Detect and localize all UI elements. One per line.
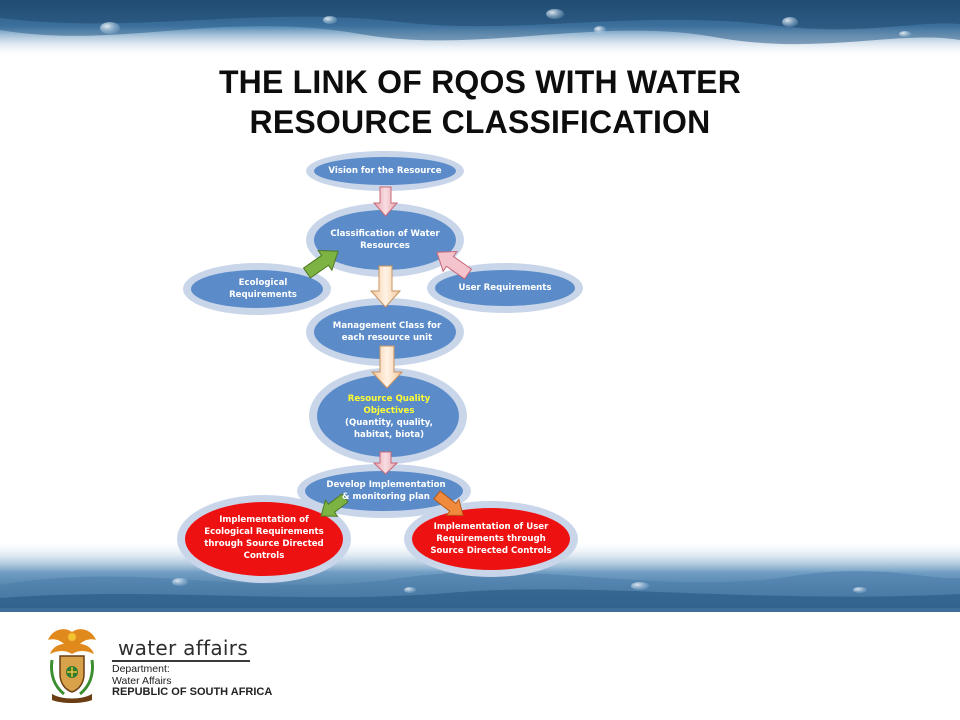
label-management-line-2: each resource unit (341, 333, 433, 343)
node-vision (314, 157, 456, 185)
brand-department: Department: Water Affairs REPUBLIC OF SO… (112, 663, 273, 699)
arrow-rqo-to-develop (372, 451, 399, 475)
node-user (435, 270, 575, 306)
label-ecological: Ecological Requirements (208, 275, 318, 303)
label-user: User Requirements (440, 280, 570, 296)
node-impl-user (412, 508, 570, 570)
footer: water affairs Department: Water Affairs … (0, 612, 960, 720)
title-line-1: THE LINK OF RQOS WITH WATER (218, 64, 742, 100)
label-management-line-1: Management Class for (332, 321, 442, 331)
label-rqo-line-4: habitat, biota) (353, 430, 425, 440)
title-line-2: RESOURCE CLASSIFICATION (249, 104, 711, 140)
brand-line-department: Department: (112, 663, 170, 675)
label-ecological-line-2: Requirements (229, 290, 297, 300)
label-management: Management Class for each resource unit (320, 318, 454, 346)
brand-line-country: REPUBLIC OF SOUTH AFRICA (112, 686, 273, 698)
label-classification-line-1: Classification of Water (330, 229, 440, 239)
arrow-vision-to-classification (372, 186, 399, 217)
label-impl-user-line-3: Source Directed Controls (430, 546, 552, 556)
label-develop: Develop Implementation & monitoring plan (322, 478, 450, 504)
node-rqo (317, 375, 459, 457)
label-user-text: User Requirements (458, 283, 552, 293)
node-classification (314, 210, 456, 270)
south-africa-coat-of-arms-icon (48, 629, 96, 703)
node-ecological (191, 270, 323, 308)
label-develop-line-2: & monitoring plan (342, 492, 430, 502)
label-impl-eco: Implementation of Ecological Requirement… (198, 513, 330, 563)
label-impl-eco-line-4: Controls (243, 551, 285, 561)
label-impl-eco-line-3: through Source Directed (204, 539, 324, 549)
brand-line-water-affairs: Water Affairs (112, 674, 172, 687)
arrow-ecological-to-classification (302, 250, 339, 279)
label-impl-user-line-2: Requirements through (436, 534, 546, 544)
arrow-management-to-rqo (370, 345, 404, 389)
label-rqo-line-1: Resource Quality (347, 394, 431, 404)
node-impl-eco (185, 502, 343, 576)
label-impl-user-line-1: Implementation of User (433, 522, 549, 532)
label-classification-line-2: Resources (360, 241, 410, 251)
label-impl-eco-line-2: Ecological Requirements (204, 527, 324, 537)
label-classification: Classification of Water Resources (318, 225, 452, 255)
arrow-develop-to-impl-user (433, 490, 464, 516)
arrow-develop-to-impl-eco (320, 493, 349, 517)
label-develop-line-1: Develop Implementation (326, 480, 446, 490)
label-vision-text: Vision for the Resource (328, 166, 442, 176)
label-vision: Vision for the Resource (314, 163, 456, 179)
brand-name: water affairs (118, 636, 249, 660)
label-impl-user: Implementation of User Requirements thro… (425, 520, 557, 558)
label-rqo-line-3: (Quantity, quality, (345, 418, 433, 428)
label-ecological-line-1: Ecological (238, 278, 288, 288)
slide-title: THE LINK OF RQOS WITH WATER RESOURCE CLA… (130, 62, 830, 142)
arrow-user-to-classification (436, 251, 473, 280)
arrow-classification-to-management (369, 265, 402, 308)
node-management (314, 305, 456, 359)
label-rqo-line-2: Objectives (363, 406, 415, 416)
brand-divider (112, 660, 250, 662)
label-rqo: Resource Quality Objectives (Quantity, q… (322, 391, 456, 443)
label-impl-eco-line-1: Implementation of (219, 515, 309, 525)
